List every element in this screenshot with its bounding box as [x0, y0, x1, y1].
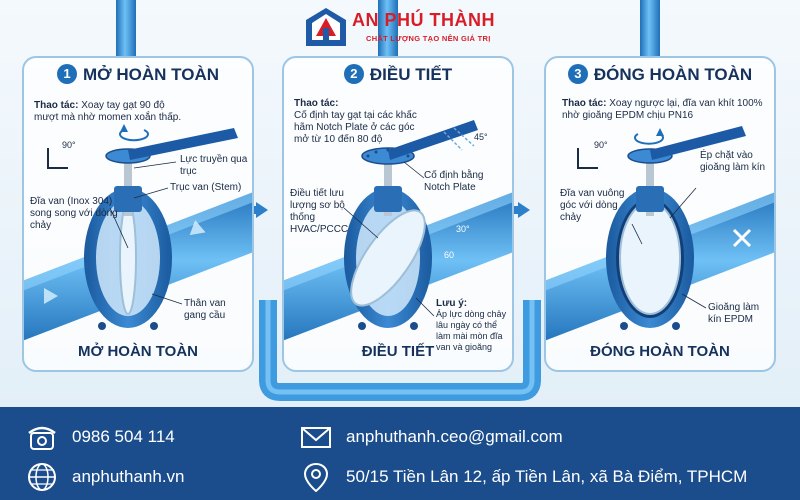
label-stem: Trục van (Stem): [170, 182, 242, 193]
arrow-right-2: [518, 202, 530, 218]
email-contact[interactable]: anphuthanh.ceo@gmail.com: [300, 421, 563, 453]
label-disc-closed: Đĩa van vuông góc với dòng chảy: [560, 188, 625, 223]
valve-open-illustration: [24, 124, 252, 341]
top-pipe-2: [378, 0, 398, 56]
top-pipe-1: [116, 0, 136, 56]
operation-label: Thao tác:: [34, 100, 79, 111]
arrow-right-1: [256, 202, 268, 218]
panel-3-operation: Thao tác: Xoay ngược lại, đĩa van khít 1…: [562, 98, 772, 122]
angle-60: 60: [444, 250, 455, 260]
panel-3-title: 3 ĐÓNG HOÀN TOÀN: [546, 64, 774, 85]
panel-3-bottom-label: ĐÓNG HOÀN TOÀN: [590, 343, 730, 360]
globe-icon: [28, 463, 56, 491]
valve-throttle-illustration: [284, 120, 512, 341]
panel-1-angle: 90°: [62, 140, 76, 150]
step-number-1: 1: [56, 64, 77, 84]
step-number-2: 2: [343, 64, 364, 84]
step-number-3: 3: [567, 64, 588, 84]
panel-2-title-text: ĐIỀU TIẾT: [369, 65, 453, 84]
operation-text: Xoay ngược lại, đĩa van khít 100% nhờ gi…: [562, 98, 763, 121]
panel-2-bottom-label: ĐIỀU TIẾT: [361, 343, 435, 360]
pipe-network: [116, 0, 660, 401]
brand-slogan: CHẤT LƯỢNG TẠO NÊN GIÁ TRỊ: [366, 34, 491, 43]
panel-fully-open: 1 MỞ HOÀN TOÀN Thao tác: Xoay tay gạt 90 …: [22, 56, 254, 372]
valve-disc: [350, 209, 426, 307]
panel-2-note: Lưu ý: Áp lực dòng chảy lâu ngày có thể …: [436, 298, 512, 353]
label-seal: Gioăng làm kín EPDM: [708, 302, 760, 325]
valve-disc: [119, 201, 137, 315]
valve-handle: [128, 128, 238, 160]
brand-logo: AN PHÚ THÀNH CHẤT LƯỢNG TẠO NÊN GIÁ TRỊ: [304, 6, 504, 50]
label-notch: Cố định bằng Notch Plate: [424, 170, 484, 193]
phone-icon: [28, 426, 56, 450]
panel-2-title: 2 ĐIỀU TIẾT: [284, 64, 512, 85]
angle-mark: [577, 148, 598, 169]
panel-2-operation: Thao tác: Cố định tay gạt tại các khấc h…: [294, 98, 430, 146]
note-title: Lưu ý:: [436, 298, 468, 309]
note-text: Áp lực dòng chảy lâu ngày có thể làm mài…: [436, 309, 507, 352]
phone-number: 0986 504 114: [72, 427, 175, 446]
panel-2-angle: 45°: [474, 132, 488, 142]
location-pin-icon: [303, 462, 329, 493]
panel-1-title: 1 MỞ HOÀN TOÀN: [24, 64, 252, 85]
panel-3-title-text: ĐÓNG HOÀN TOÀN: [593, 65, 753, 84]
operation-text: Cố định tay gạt tại các khấc hãm Notch P…: [294, 110, 417, 145]
brand-name: AN PHÚ THÀNH: [352, 10, 495, 30]
panel-3-angle: 90°: [594, 140, 608, 150]
label-flow: Điều tiết lưu lượng sơ bộ thống HVAC/PCC…: [290, 188, 349, 235]
valve-closed-illustration: [546, 126, 774, 341]
rotate-arrow-icon: [634, 133, 664, 145]
angle-mark: [47, 148, 68, 169]
angle-30: 30°: [456, 224, 470, 234]
label-body: Thân van gang cầu: [184, 298, 226, 321]
label-disc: Đĩa van (Inox 304) song song với dòng ch…: [30, 196, 118, 231]
top-pipe-3: [640, 0, 660, 56]
mail-icon: [301, 427, 331, 448]
contact-footer: 0986 504 114 anphuthanh.ceo@gmail.com an…: [0, 407, 800, 500]
phone-contact[interactable]: 0986 504 114: [26, 421, 175, 453]
address-contact[interactable]: 50/15 Tiền Lân 12, ấp Tiền Lân, xã Bà Đi…: [300, 461, 747, 493]
diagram-scene: AN PHÚ THÀNH CHẤT LƯỢNG TẠO NÊN GIÁ TRỊ: [0, 0, 800, 407]
operation-text: Xoay tay gạt 90 độ mượt mà nhờ momen xoắ…: [34, 100, 182, 123]
email-address: anphuthanh.ceo@gmail.com: [346, 427, 563, 446]
label-press: Ép chặt vào gioăng làm kín: [700, 150, 766, 173]
panel-1-operation: Thao tác: Xoay tay gạt 90 độ mượt mà nhờ…: [34, 100, 184, 124]
operation-label: Thao tác:: [294, 98, 339, 109]
street-address: 50/15 Tiền Lân 12, ấp Tiền Lân, xã Bà Đi…: [346, 467, 748, 486]
operation-label: Thao tác:: [562, 98, 607, 109]
website-contact[interactable]: anphuthanh.vn: [26, 461, 185, 493]
brand-mark-icon: [306, 8, 346, 46]
valve-handle: [650, 126, 746, 160]
website-url: anphuthanh.vn: [72, 467, 185, 486]
panel-1-bottom-label: MỞ HOÀN TOÀN: [77, 343, 198, 360]
label-force: Lực truyền qua trục: [180, 154, 248, 177]
panel-1-title-text: MỞ HOÀN TOÀN: [82, 65, 220, 84]
close-x-icon: [732, 228, 752, 248]
rotate-arrow-icon: [119, 129, 149, 142]
